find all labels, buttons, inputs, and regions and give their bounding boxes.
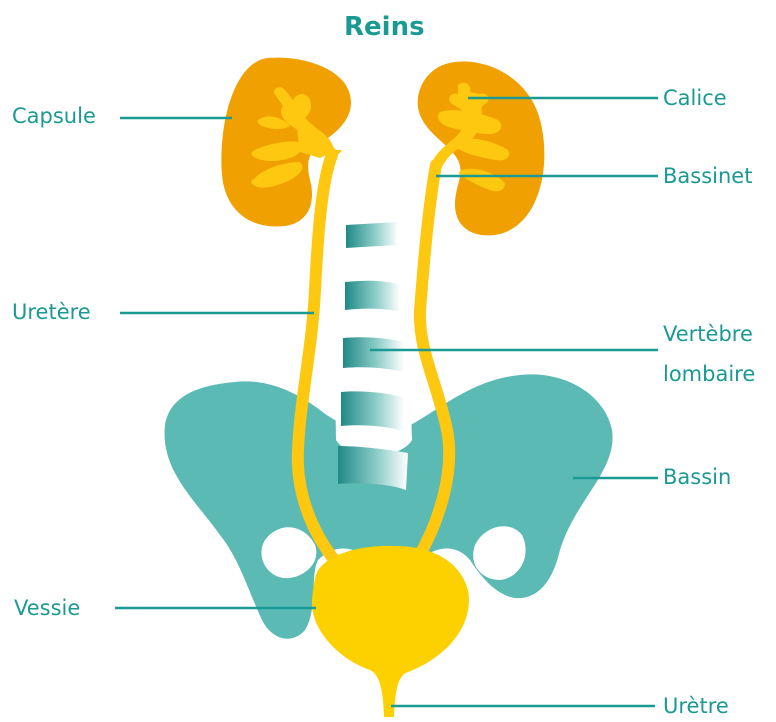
label-bassinet: Bassinet	[663, 163, 752, 189]
diagram-title: Reins	[344, 11, 425, 43]
label-uretere: Uretère	[12, 299, 91, 325]
label-vertebre-line1: Vertèbre	[663, 321, 753, 347]
vertebra-3	[343, 337, 404, 372]
vertebra-1	[346, 222, 398, 248]
label-vertebre-line2: lombaire	[663, 361, 755, 387]
label-capsule: Capsule	[12, 103, 96, 129]
bladder-shape	[312, 546, 469, 717]
label-bassin: Bassin	[663, 464, 731, 490]
label-calice: Calice	[663, 85, 727, 111]
vertebra-2	[345, 281, 400, 312]
label-uretre: Urètre	[663, 693, 729, 719]
label-vessie: Vessie	[14, 595, 80, 621]
